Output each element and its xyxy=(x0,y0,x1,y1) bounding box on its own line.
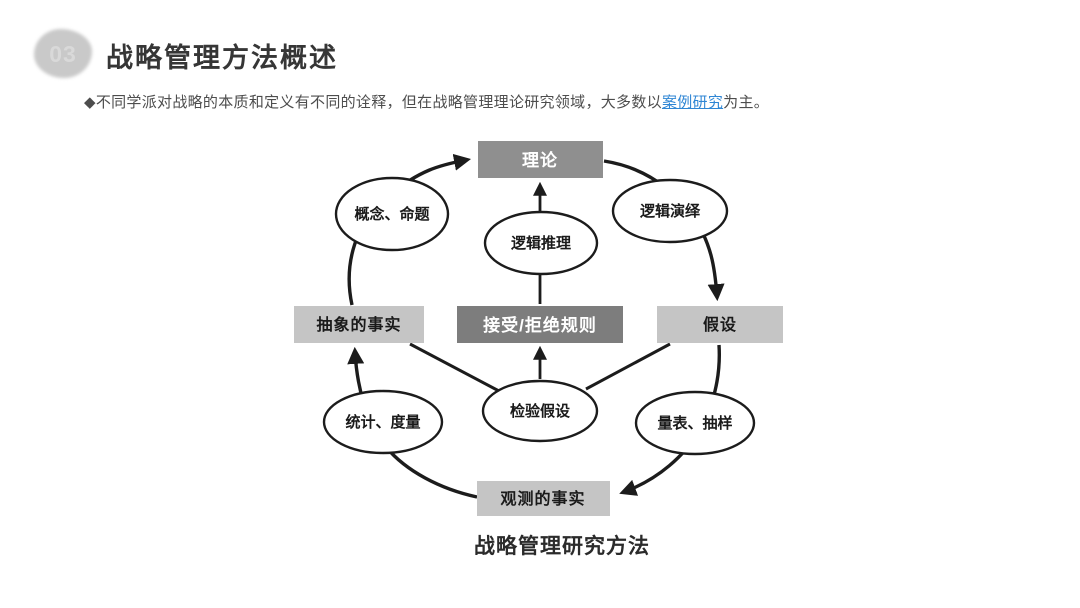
logical-deduction-ellipse xyxy=(611,178,729,244)
node-abstract-facts: 抽象的事实 xyxy=(294,306,424,343)
node-logical-deduction: 逻辑演绎 xyxy=(611,178,729,244)
accept-reject-label: 接受/拒绝规则 xyxy=(483,315,597,335)
concepts-ellipse xyxy=(334,176,450,252)
logical-reasoning-ellipse xyxy=(483,210,599,276)
scales-sampling-ellipse xyxy=(634,390,756,456)
line-hypothesis-to-test xyxy=(585,342,671,391)
concepts-label: 概念、命题 xyxy=(354,205,430,223)
page-number: 03 xyxy=(49,41,77,67)
node-accept-reject-rule: 接受/拒绝规则 xyxy=(457,306,623,343)
node-theory: 理论 xyxy=(478,141,603,178)
node-test-hypothesis: 检验假设 xyxy=(481,379,599,443)
statistics-ellipse xyxy=(322,389,444,455)
logical-reasoning-label: 逻辑推理 xyxy=(511,234,571,252)
theory-box xyxy=(478,141,603,178)
node-hypothesis: 假设 xyxy=(657,306,783,343)
node-concepts: 概念、命题 xyxy=(334,176,450,252)
test-hypothesis-label: 检验假设 xyxy=(510,402,570,420)
logical-deduction-label: 逻辑演绎 xyxy=(640,202,701,220)
accept-reject-box xyxy=(457,306,623,343)
page-title: 战略管理方法概述 xyxy=(106,43,338,73)
statistics-label: 统计、度量 xyxy=(345,413,420,431)
intro-text-before: ◆不同学派对战略的本质和定义有不同的诠释，但在战略管理理论研究领域，大多数以 xyxy=(84,94,662,111)
observed-facts-label: 观测的事实 xyxy=(500,489,585,508)
node-logical-reasoning: 逻辑推理 xyxy=(483,210,599,276)
page-number-blob xyxy=(34,29,92,78)
abstract-facts-box xyxy=(294,306,424,343)
abstract-facts-label: 抽象的事实 xyxy=(316,315,401,334)
case-study-link[interactable]: 案例研究 xyxy=(661,94,724,111)
observed-facts-box xyxy=(477,481,610,516)
test-hypothesis-ellipse xyxy=(481,379,599,443)
hypothesis-label: 假设 xyxy=(703,315,737,334)
node-scales-sampling: 量表、抽样 xyxy=(634,390,756,456)
intro-line: ◆不同学派对战略的本质和定义有不同的诠释，但在战略管理理论研究领域，大多数以案例… xyxy=(84,91,1044,112)
hypothesis-box xyxy=(657,306,783,343)
intro-text-after: 为主。 xyxy=(723,94,770,111)
diagram-caption: 战略管理研究方法 xyxy=(474,535,650,558)
scales-sampling-label: 量表、抽样 xyxy=(657,414,732,432)
node-statistics: 统计、度量 xyxy=(322,389,444,455)
theory-label: 理论 xyxy=(522,150,558,170)
node-observed-facts: 观测的事实 xyxy=(477,481,610,516)
line-abstract-to-test xyxy=(409,342,500,393)
